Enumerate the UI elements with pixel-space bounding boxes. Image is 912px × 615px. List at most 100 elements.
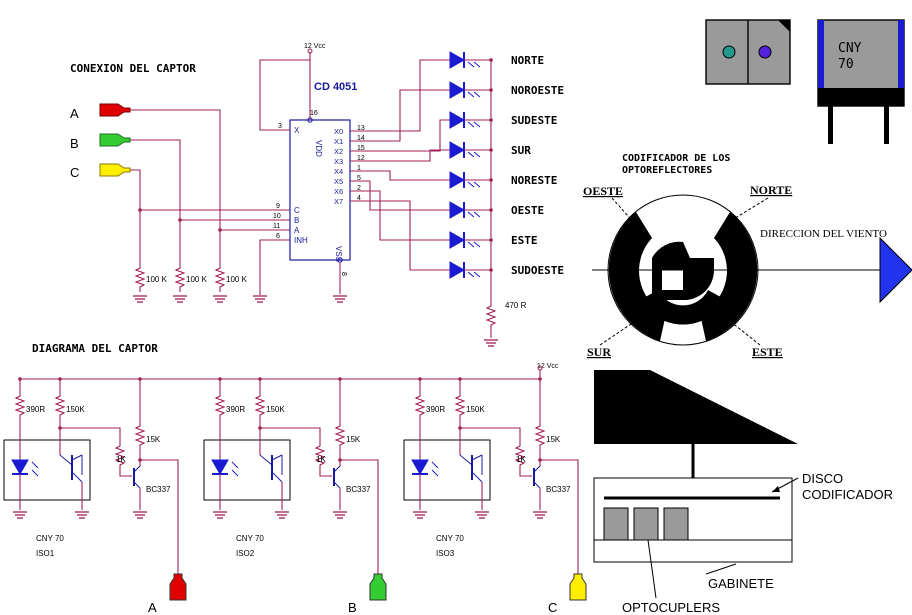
svg-text:CNY: CNY — [838, 41, 862, 56]
resistor-1k: 1K — [316, 455, 326, 464]
pin-label-x2: X2 — [334, 147, 343, 156]
svg-text:3: 3 — [278, 123, 282, 130]
pin-number: 4 — [357, 195, 361, 202]
pin-label-x1: X1 — [334, 137, 343, 146]
direction-label: SUDESTE — [511, 114, 557, 127]
pin-number: 2 — [357, 185, 361, 192]
direction-label: NORESTE — [511, 174, 557, 187]
pin-label-x0: X0 — [334, 127, 343, 136]
direction-label: SUR — [511, 144, 531, 157]
transistor-label: BC337 — [146, 485, 171, 494]
svg-text:OPTOCUPLERS: OPTOCUPLERS — [622, 600, 720, 615]
direction-label: NORTE — [511, 54, 544, 67]
input-b: B — [70, 133, 131, 151]
svg-text:VDD: VDD — [314, 140, 323, 157]
input-a: A — [70, 103, 131, 121]
part-id: ISO3 — [436, 549, 455, 558]
svg-text:DIRECCION DEL VIENTO: DIRECCION DEL VIENTO — [760, 228, 887, 240]
svg-text:A: A — [294, 226, 300, 235]
part-label: CNY 70 — [236, 534, 264, 543]
svg-text:C: C — [294, 206, 300, 215]
svg-text:NORTE: NORTE — [750, 183, 792, 197]
input-wires — [130, 109, 290, 295]
transistor-label: BC337 — [346, 485, 371, 494]
resistor-390r: 390R — [226, 405, 245, 414]
svg-text:6: 6 — [276, 233, 280, 240]
svg-text:B: B — [294, 216, 299, 225]
pin-number: 13 — [357, 125, 365, 132]
optocoupler-2 — [633, 507, 659, 541]
resistor-1k: 1K — [116, 455, 126, 464]
svg-text:A: A — [70, 106, 79, 121]
svg-text:C: C — [70, 165, 79, 180]
wind-arrow-icon — [879, 236, 912, 304]
svg-text:X: X — [294, 126, 300, 135]
plug-c-icon — [99, 163, 131, 177]
svg-text:DISCO: DISCO — [802, 471, 843, 486]
svg-text:VSS: VSS — [334, 246, 343, 262]
direction-label: ESTE — [511, 234, 538, 247]
optocoupler-3 — [663, 507, 689, 541]
svg-text:9: 9 — [276, 203, 280, 210]
transistor-label: BC337 — [546, 485, 571, 494]
svg-text:11: 11 — [273, 223, 280, 230]
svg-text:16: 16 — [310, 110, 318, 117]
resistor-150k: 150K — [466, 405, 485, 414]
resistor-390r: 390R — [426, 405, 445, 414]
mechanical-assembly: DISCO CODIFICADOR GABINETE OPTOCUPLERS — [593, 370, 893, 615]
led-sur: SUR — [449, 141, 531, 159]
led-noroeste: NOROESTE — [449, 81, 564, 99]
part-id: ISO1 — [36, 549, 55, 558]
plug-a-icon — [99, 103, 131, 117]
led-sudeste: SUDESTE — [449, 111, 557, 129]
pin-label-x5: X5 — [334, 177, 343, 186]
svg-text:INH: INH — [294, 236, 308, 245]
svg-text:CODIFICADOR DE LOS: CODIFICADOR DE LOS — [622, 153, 730, 164]
diagram-title: DIAGRAMA DEL CAPTOR — [32, 342, 158, 355]
resistor-15k: 15K — [346, 435, 361, 444]
direction-leds: NORTENOROESTESUDESTESURNORESTEOESTEESTES… — [449, 51, 564, 279]
resistor-1k: 1K — [516, 455, 526, 464]
svg-text:SUR: SUR — [587, 345, 611, 359]
pin-label-x7: X7 — [334, 197, 343, 206]
wind-vane-icon — [594, 370, 798, 444]
pin-number: 15 — [357, 145, 365, 152]
svg-text:12 Vcc: 12 Vcc — [304, 43, 326, 50]
led-oeste: OESTE — [449, 201, 544, 219]
direction-label: OESTE — [511, 204, 544, 217]
led-norte: NORTE — [449, 51, 544, 69]
svg-text:100 K: 100 K — [186, 275, 208, 284]
svg-text:70: 70 — [838, 57, 854, 72]
connection-title: CONEXION DEL CAPTOR — [70, 62, 196, 75]
pulldown-resistor-1: 100 K — [132, 261, 168, 303]
part-id: ISO2 — [236, 549, 255, 558]
pin-label-x3: X3 — [334, 157, 343, 166]
part-label: CNY 70 — [436, 534, 464, 543]
svg-text:ESTE: ESTE — [752, 345, 783, 359]
output-label: B — [348, 600, 357, 615]
plug-b-icon — [369, 573, 387, 601]
pulldown-resistor-2: 100 K — [172, 261, 208, 303]
pulldown-resistor-3: 100 K — [212, 261, 248, 303]
cny70-side-view: CNY 70 — [817, 19, 905, 144]
pin-number: 1 — [357, 165, 361, 172]
pin-number: 14 — [357, 135, 365, 142]
encoder-disk: CODIFICADOR DE LOS OPTOREFLECTORES OESTE… — [583, 153, 912, 359]
resistor-150k: 150K — [66, 405, 85, 414]
led-resistor: 470 R — [483, 60, 527, 347]
part-label: CNY 70 — [36, 534, 64, 543]
plug-a-icon — [169, 573, 187, 601]
output-label: A — [148, 600, 157, 615]
resistor-150k: 150K — [266, 405, 285, 414]
pin-number: 12 — [357, 155, 365, 162]
resistor-390r: 390R — [26, 405, 45, 414]
svg-text:OPTOREFLECTORES: OPTOREFLECTORES — [622, 165, 712, 176]
cd4051-chip: CD 4051 12 Vcc 16 VDD 3 X VSS 8 9 10 11 … — [259, 43, 357, 303]
svg-text:100 K: 100 K — [146, 275, 168, 284]
plug-b-icon — [99, 133, 131, 147]
